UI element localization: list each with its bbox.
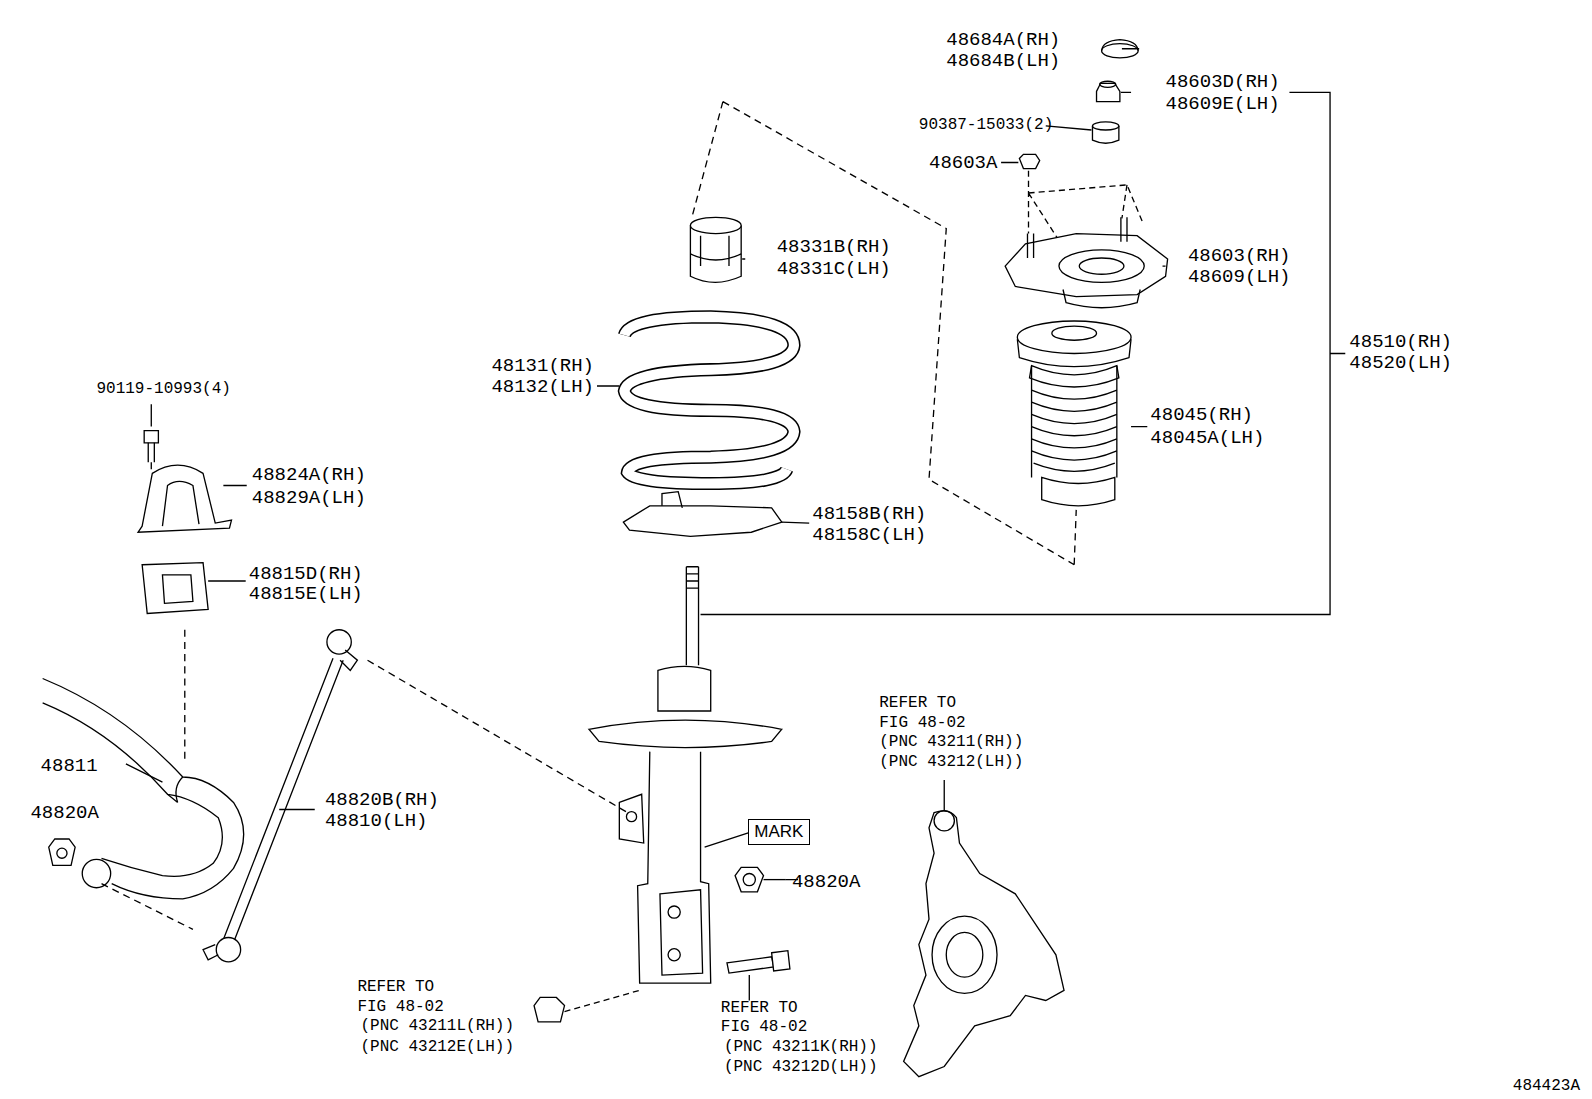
callout-number: 48824A(RH): [252, 465, 366, 485]
callout-number: 48158B(RH): [812, 504, 926, 524]
callout-number: 48811: [41, 756, 98, 776]
callout-number: 48158C(LH): [812, 525, 926, 545]
callout-number: 48684B(LH): [946, 51, 1060, 71]
callout-number: 48603D(RH): [1166, 72, 1280, 92]
reference-note: (PNC 43211K(RH)): [724, 1038, 878, 1057]
callout-number: 48684A(RH): [946, 30, 1060, 50]
callout-number: 48603(RH): [1188, 246, 1291, 266]
callout-number: 48820B(RH): [325, 790, 439, 810]
reference-note: FIG 48-02: [721, 1018, 807, 1037]
callout-number: 48820A: [792, 872, 860, 892]
callout-number: 48045A(LH): [1150, 428, 1264, 448]
reference-note: REFER TO: [879, 694, 956, 713]
callout-number: 48045(RH): [1150, 405, 1253, 425]
callout-number: 48331C(LH): [777, 259, 891, 279]
mark-box: MARK: [748, 819, 810, 845]
reference-note: (PNC 43212D(LH)): [724, 1058, 878, 1077]
callout-number: 48609(LH): [1188, 267, 1291, 287]
reference-note: (PNC 43211L(RH)): [360, 1017, 514, 1036]
reference-note: REFER TO: [357, 978, 434, 997]
callout-number: 90119-10993(4): [96, 380, 230, 399]
callout-number: 484423A: [1513, 1077, 1580, 1096]
callout-number: 90387-15033(2): [919, 116, 1053, 135]
callout-number: 48815D(RH): [249, 564, 363, 584]
callout-number: 48131(RH): [491, 356, 594, 376]
callout-number: 48810(LH): [325, 811, 428, 831]
callout-number: 48510(RH): [1349, 332, 1452, 352]
callout-number: 48815E(LH): [249, 584, 363, 604]
callout-number: 48331B(RH): [777, 237, 891, 257]
callout-number: 48609E(LH): [1166, 94, 1280, 114]
reference-note: (PNC 43212(LH)): [879, 753, 1023, 772]
reference-note: REFER TO: [721, 999, 798, 1018]
callout-number: 48132(LH): [491, 377, 594, 397]
callout-number: 48829A(LH): [252, 488, 366, 508]
reference-note: (PNC 43212E(LH)): [360, 1038, 514, 1057]
callout-number: 48820A: [30, 803, 98, 823]
reference-note: FIG 48-02: [357, 998, 443, 1017]
reference-note: FIG 48-02: [879, 714, 965, 733]
mark-text: MARK: [754, 822, 803, 841]
callout-number: 48603A: [929, 153, 997, 173]
reference-note: (PNC 43211(RH)): [879, 733, 1023, 752]
callout-number: 48520(LH): [1349, 353, 1452, 373]
